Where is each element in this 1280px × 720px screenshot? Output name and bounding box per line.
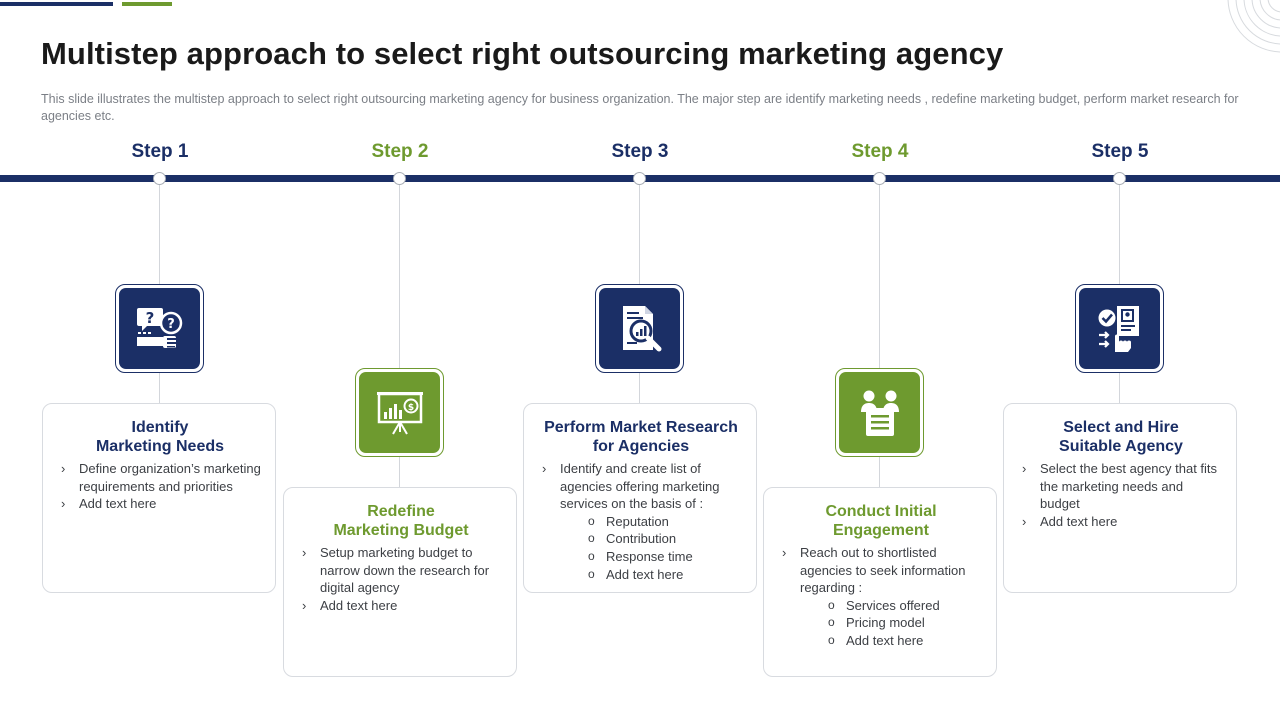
sub-bullet-item: Response time	[540, 548, 742, 566]
bullet-item: Add text here	[59, 495, 261, 513]
step-5-card: Select and Hire Suitable Agency Select t…	[1003, 403, 1237, 593]
step-4-bullet-list: Reach out to shortlisted agencies to see…	[780, 544, 982, 650]
step-4-label: Step 4	[851, 141, 909, 162]
card-title-line: for Agencies	[592, 438, 690, 455]
sub-bullet-item: Services offered	[780, 597, 982, 615]
connector-line	[399, 456, 400, 488]
card-title-line: Redefine	[367, 503, 435, 520]
card-title-line: Perform Market Research	[544, 419, 738, 436]
sub-bullet-item: Add text here	[540, 566, 742, 584]
top-accent-bar-navy	[0, 2, 113, 6]
card-title-line: Marketing Needs	[95, 438, 225, 455]
sub-bullet-item: Reputation	[540, 513, 742, 531]
page-title: Multistep approach to select right outso…	[41, 36, 1004, 71]
connector-line	[159, 372, 160, 404]
card-title-line: Select and Hire	[1063, 419, 1179, 436]
step-3-card-title: Perform Market Research for Agencies	[540, 418, 742, 456]
corner-rings-decoration	[1220, 0, 1280, 60]
card-title-line: Suitable Agency	[1059, 438, 1183, 455]
step-2-card-title: Redefine Marketing Budget	[300, 502, 502, 540]
timeline-dot	[393, 172, 406, 185]
bullet-item: Setup marketing budget to narrow down th…	[300, 544, 502, 597]
step-1-label: Step 1	[131, 141, 189, 162]
sub-bullet-item: Contribution	[540, 530, 742, 548]
connector-line	[879, 183, 880, 370]
step-5-label: Step 5	[1091, 141, 1149, 162]
timeline-dot	[633, 172, 646, 185]
bullet-item: Define organization’s marketing requirem…	[59, 460, 261, 495]
step-1-bullet-list: Define organization’s marketing requirem…	[59, 460, 261, 513]
bullet-item: Select the best agency that fits the mar…	[1020, 460, 1222, 513]
step-3-label: Step 3	[611, 141, 669, 162]
card-title-line: Marketing Budget	[333, 522, 469, 539]
connector-line	[1119, 372, 1120, 404]
timeline-dot	[153, 172, 166, 185]
sub-bullet-item: Add text here	[780, 632, 982, 650]
card-title-line: Engagement	[832, 522, 929, 539]
step-5-card-title: Select and Hire Suitable Agency	[1020, 418, 1222, 456]
svg-text:?: ?	[145, 309, 154, 327]
step-5-bullet-list: Select the best agency that fits the mar…	[1020, 460, 1222, 530]
step-4-card-title: Conduct Initial Engagement	[780, 502, 982, 540]
step-2-bullet-list: Setup marketing budget to narrow down th…	[300, 544, 502, 614]
timeline-dot	[873, 172, 886, 185]
connector-line	[639, 372, 640, 404]
step-2-label: Step 2	[371, 141, 429, 162]
meeting-people-icon	[835, 368, 924, 457]
timeline-dot	[1113, 172, 1126, 185]
card-title-line: Conduct Initial	[825, 503, 937, 520]
sub-bullet-item: Pricing model	[780, 614, 982, 632]
hire-candidate-check-icon	[1075, 284, 1164, 373]
page-subtitle: This slide illustrates the multistep app…	[41, 92, 1239, 123]
presentation-board-dollar-icon: $	[355, 368, 444, 457]
step-3-bullet-list: Identify and create list of agencies off…	[540, 460, 742, 583]
connector-line	[399, 183, 400, 370]
question-chat-hand-icon: ? ?	[115, 284, 204, 373]
document-magnifier-chart-icon	[595, 284, 684, 373]
connector-line	[159, 183, 160, 286]
svg-text:?: ?	[167, 317, 175, 332]
connector-line	[639, 183, 640, 286]
svg-text:$: $	[407, 403, 413, 413]
step-1-card: Identify Marketing Needs Define organiza…	[42, 403, 276, 593]
top-accent-bar-green	[122, 2, 172, 6]
step-1-card-title: Identify Marketing Needs	[59, 418, 261, 456]
card-title-line: Identify	[131, 419, 189, 436]
bullet-item: Add text here	[1020, 513, 1222, 531]
step-4-card: Conduct Initial Engagement Reach out to …	[763, 487, 997, 677]
connector-line	[1119, 183, 1120, 286]
bullet-item: Add text here	[300, 597, 502, 615]
bullet-item: Reach out to shortlisted agencies to see…	[780, 544, 982, 597]
connector-line	[879, 456, 880, 488]
bullet-item: Identify and create list of agencies off…	[540, 460, 742, 513]
step-3-card: Perform Market Research for Agencies Ide…	[523, 403, 757, 593]
step-2-card: Redefine Marketing Budget Setup marketin…	[283, 487, 517, 677]
